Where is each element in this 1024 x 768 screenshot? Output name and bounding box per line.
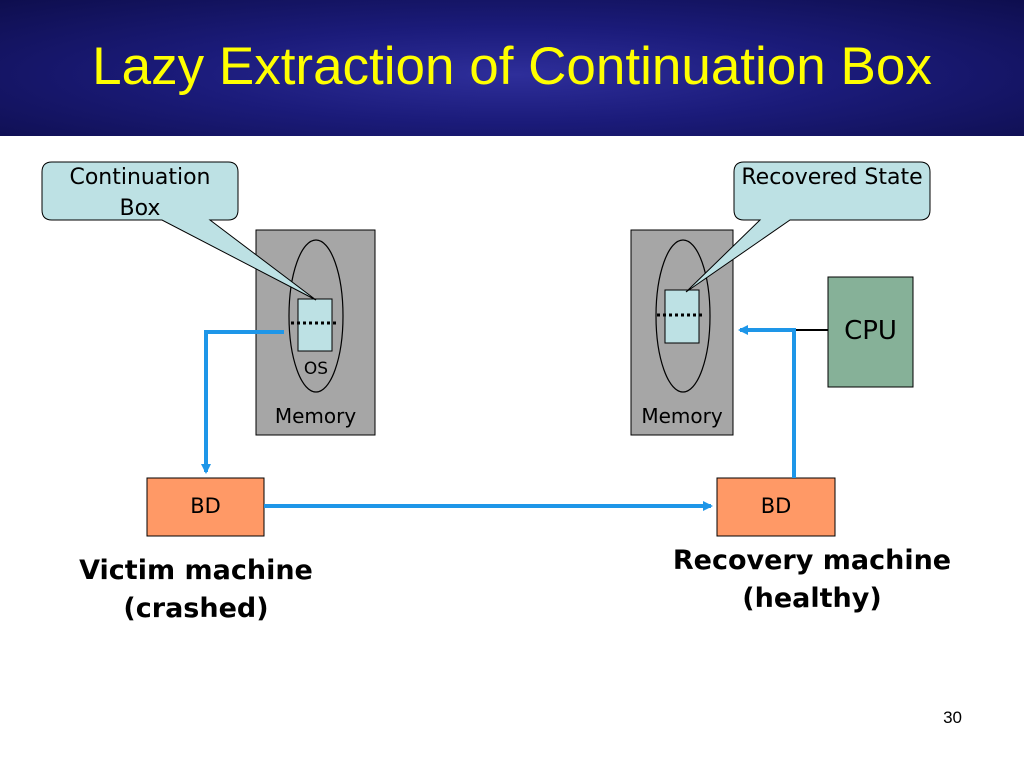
recovery-machine-caption: Recovery machine (healthy) [636, 542, 988, 618]
recovery-bd-box [716, 477, 836, 537]
recovery-caption-line1: Recovery machine [672, 545, 952, 576]
recovery-caption-line2: (healthy) [742, 583, 882, 614]
page-number: 30 [943, 708, 962, 727]
victim-bd-label: BD [190, 494, 221, 518]
bd-to-recovery-memory-arrow [738, 325, 796, 478]
recovery-callout-bubble [685, 161, 931, 293]
victim-memory-to-bd-arrow [201, 330, 284, 474]
victim-bd-box [146, 477, 265, 537]
victim-callout-label: Continuation Box [69, 165, 211, 221]
recovery-bd-label: BD [760, 494, 792, 518]
slide-title: Lazy Extraction of Continuation Box [92, 37, 932, 96]
victim-memory-label: Memory [274, 404, 357, 428]
victim-os-ellipse [288, 239, 344, 393]
victim-os-label: OS [303, 359, 329, 379]
victim-continuation-box [297, 298, 333, 352]
victim-callout-bubble [41, 161, 317, 301]
recovery-callout-label: Recovered State [741, 165, 923, 190]
recovery-memory-label: Memory [641, 404, 723, 428]
title-bar: Lazy Extraction of Continuation Box [0, 0, 1024, 136]
cpu-box [827, 276, 914, 388]
victim-machine-caption: Victim machine (crashed) [40, 552, 352, 628]
recovery-ellipse [655, 239, 711, 393]
cpu-label: CPU [844, 316, 897, 346]
victim-caption-line1: Victim machine [79, 555, 313, 586]
victim-caption-line2: (crashed) [123, 593, 269, 624]
